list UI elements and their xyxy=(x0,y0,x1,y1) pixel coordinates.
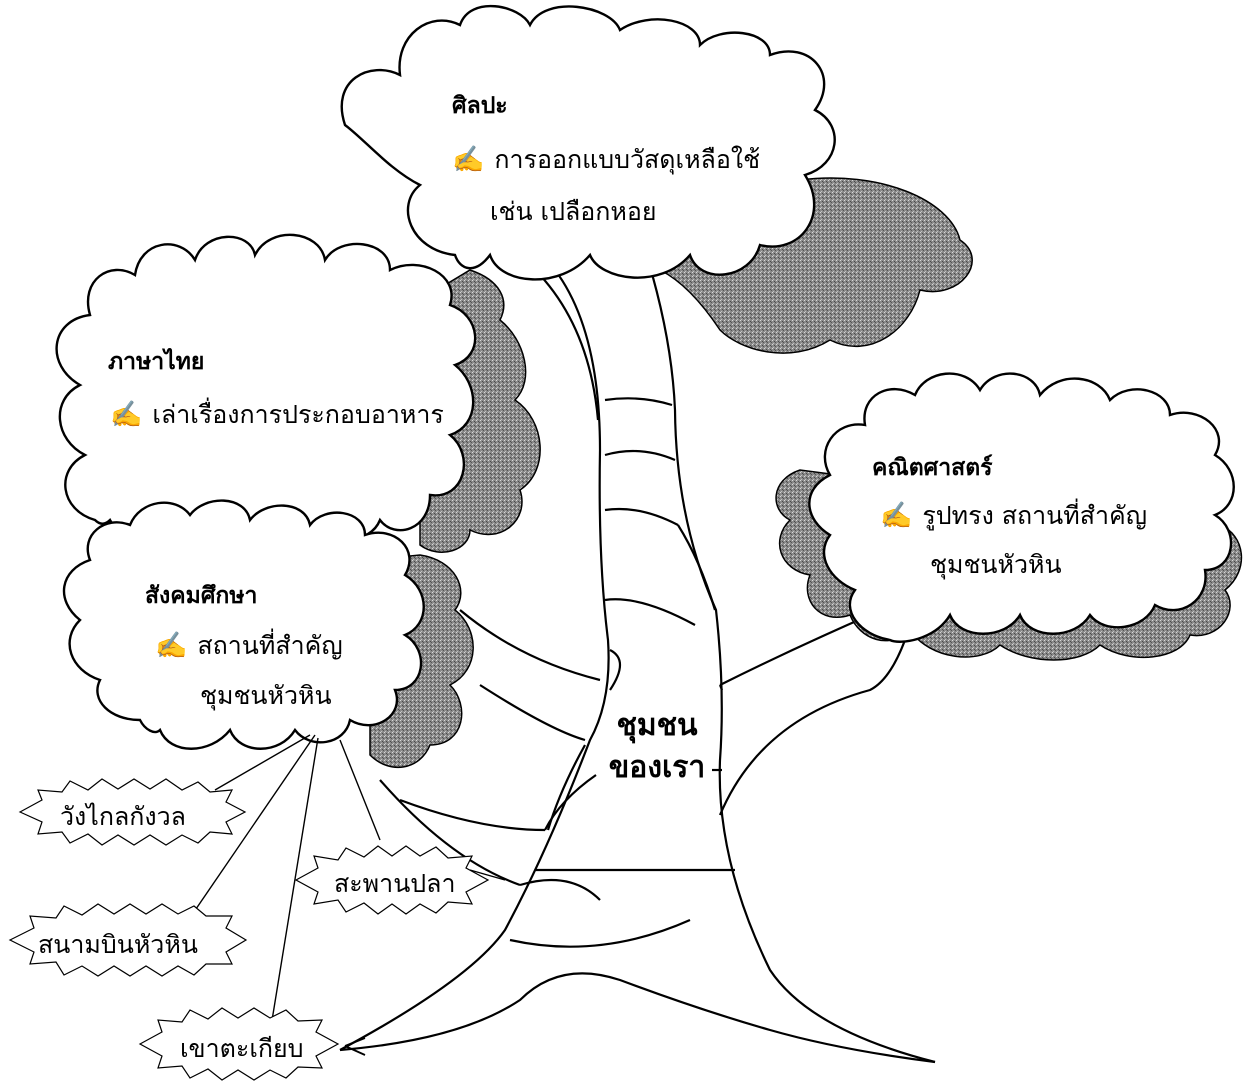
trunk-label-line-1: ชุมชน xyxy=(616,708,698,743)
thai-line-1: ✍ เล่าเรื่องการประกอบอาหาร xyxy=(110,395,444,435)
pencil-writing-icon: ✍ xyxy=(452,145,485,175)
trunk-label-line-2: ของเรา xyxy=(608,750,706,785)
place-connectors xyxy=(184,734,506,1046)
pencil-writing-icon: ✍ xyxy=(155,631,188,661)
art-title: ศิลปะ xyxy=(452,92,508,119)
social-text-2: ชุมชนหัวหิน xyxy=(200,681,332,710)
art-text-2: เช่น เปลือกหอย xyxy=(490,197,657,226)
pencil-writing-icon: ✍ xyxy=(110,400,143,430)
burst-airport xyxy=(8,903,248,977)
social-line-1: ✍ สถานที่สำคัญ xyxy=(155,626,343,666)
cloud-social xyxy=(62,499,474,769)
place-label: วังไกลกังวล xyxy=(60,802,186,831)
tree-trunk xyxy=(339,259,936,1064)
burst-khao-takiap xyxy=(138,1007,340,1081)
place-label: เขาตะเกียบ xyxy=(180,1034,304,1063)
root-arrow xyxy=(344,1037,366,1056)
cloud-math xyxy=(775,372,1242,661)
math-title: คณิตศาสตร์ xyxy=(872,454,993,481)
social-title: สังคมศึกษา xyxy=(145,582,258,609)
social-text-1: สถานที่สำคัญ xyxy=(197,631,343,660)
place-bursts xyxy=(8,778,490,1081)
thai-title: ภาษาไทย xyxy=(108,348,205,375)
place-label: สะพานปลา xyxy=(334,869,456,898)
pencil-writing-icon: ✍ xyxy=(880,501,913,531)
math-text-2: ชุมชนหัวหิน xyxy=(930,550,1062,579)
thai-text-1: เล่าเรื่องการประกอบอาหาร xyxy=(152,400,444,429)
cloud-art xyxy=(340,4,973,354)
math-line-1: ✍ รูปทรง สถานที่สำคัญ xyxy=(880,496,1147,536)
place-label: สนามบินหัวหิน xyxy=(38,930,198,959)
burst-saphan-pla xyxy=(294,845,490,915)
math-text-1: รูปทรง สถานที่สำคัญ xyxy=(922,501,1148,530)
burst-wang-klai-kangwon xyxy=(18,778,247,846)
art-line-1: ✍ การออกแบบวัสดุเหลือใช้ xyxy=(452,140,760,180)
trunk-label: ชุมชน ของเรา xyxy=(592,705,722,789)
art-text-1: การออกแบบวัสดุเหลือใช้ xyxy=(494,145,761,174)
cloud-thai xyxy=(55,233,541,553)
